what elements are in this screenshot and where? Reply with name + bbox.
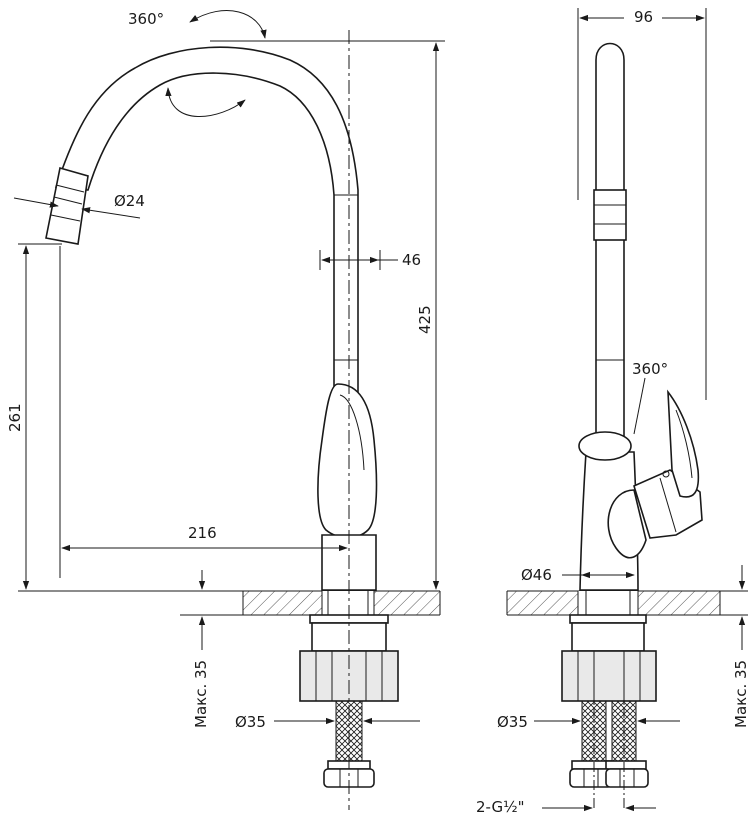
aerator-diameter-dimension: Ø24 <box>13 192 145 219</box>
front-spout <box>54 46 359 591</box>
depth-dimension: 96 <box>577 8 707 400</box>
side-handle <box>607 389 703 559</box>
hose-thread-dimension: 2-G½" <box>476 798 656 816</box>
front-max-thickness-label: Макс. 35 <box>192 660 210 728</box>
front-countertop <box>242 590 441 616</box>
front-shank-diameter-dimension: Ø35 <box>235 713 420 731</box>
side-max-thickness-dimension: Макс. 35 <box>720 565 750 728</box>
total-height-dimension: 425 <box>210 40 445 590</box>
outlet-height-dimension: 261 <box>6 243 243 592</box>
outlet-height-label: 261 <box>6 403 24 432</box>
hose-thread-label: 2-G½" <box>476 798 525 816</box>
total-height-label: 425 <box>416 305 434 334</box>
side-body-diameter-label: Ø46 <box>521 566 552 584</box>
spout-reach-dimension: 216 <box>61 524 348 552</box>
front-view: 360° Ø24 261 216 46 <box>6 10 445 810</box>
front-max-thickness-dimension: Макс. 35 <box>180 570 243 728</box>
side-shank-diameter-label: Ø35 <box>497 713 528 731</box>
front-aerator <box>45 166 89 245</box>
side-view: 96 360° Ø46 Макс. 35 Ø35 <box>476 8 750 816</box>
body-width-label: 46 <box>402 251 421 269</box>
side-mount <box>561 614 657 810</box>
side-shank-diameter-dimension: Ø35 <box>497 713 680 731</box>
spout-rotation-label: 360° <box>128 10 164 28</box>
front-handle <box>317 383 378 539</box>
spout-rotation-indicator: 360° <box>128 10 267 117</box>
handle-rotation-label: 360° <box>632 360 668 378</box>
side-body-diameter-dimension: Ø46 <box>521 566 635 584</box>
handle-rotation-indicator: 360° <box>632 360 668 435</box>
front-mount <box>299 30 399 810</box>
side-max-thickness-label: Макс. 35 <box>732 660 750 728</box>
side-countertop <box>506 590 721 616</box>
front-shank-diameter-label: Ø35 <box>235 713 266 731</box>
side-spout <box>593 42 627 441</box>
body-width-dimension: 46 <box>319 250 421 270</box>
depth-label: 96 <box>634 8 653 26</box>
spout-reach-label: 216 <box>188 524 217 542</box>
aerator-diameter-label: Ø24 <box>114 192 145 210</box>
